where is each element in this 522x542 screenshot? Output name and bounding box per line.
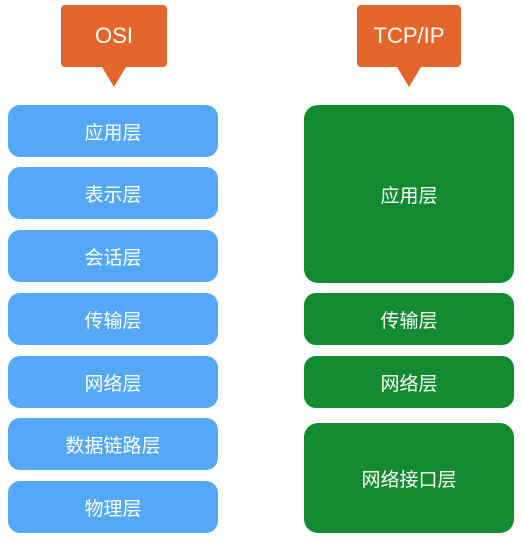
osi-layer-application: 应用层 bbox=[8, 105, 218, 157]
osi-layer-data-link: 数据链路层 bbox=[8, 418, 218, 470]
osi-layer-presentation: 表示层 bbox=[8, 167, 218, 219]
osi-model-label: OSI bbox=[95, 23, 133, 48]
osi-layer-physical: 物理层 bbox=[8, 481, 218, 533]
tcpip-layer-transport: 传输层 bbox=[304, 293, 514, 345]
tcpip-model-callout: TCP/IP bbox=[357, 5, 461, 87]
osi-layer-transport: 传输层 bbox=[8, 293, 218, 345]
tcpip-model-label: TCP/IP bbox=[373, 23, 445, 48]
tcpip-layer-application: 应用层 bbox=[304, 105, 514, 283]
osi-model-callout: OSI bbox=[61, 5, 167, 87]
tcpip-layer-network: 网络层 bbox=[304, 356, 514, 408]
tcpip-layer-network-interface: 网络接口层 bbox=[304, 423, 514, 533]
osi-layer-network: 网络层 bbox=[8, 356, 218, 408]
osi-layer-session: 会话层 bbox=[8, 230, 218, 282]
